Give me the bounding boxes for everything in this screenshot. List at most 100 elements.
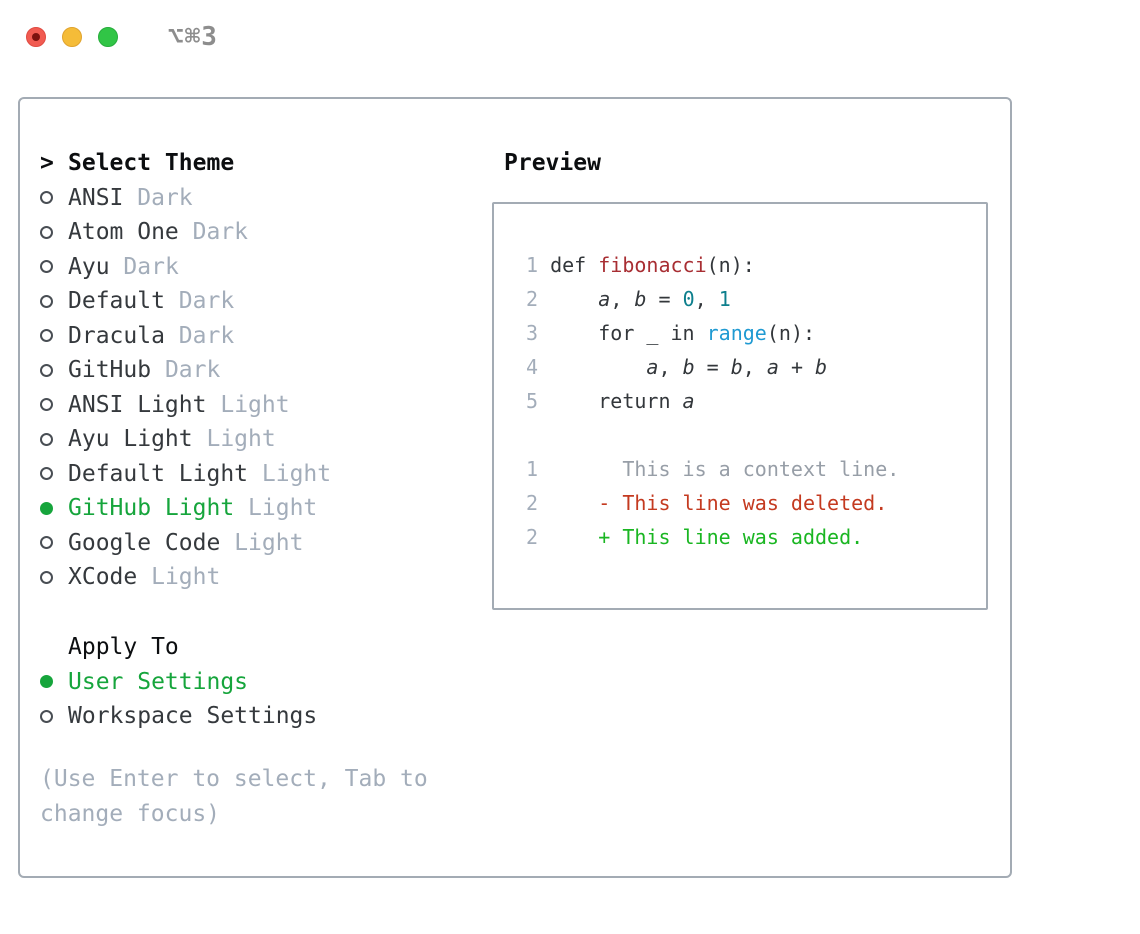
option-variant-label: Light [206,426,276,453]
option-spacer [123,185,137,211]
apply-to-option[interactable]: User Settings [40,665,317,700]
radio-icon [40,294,68,308]
option-variant-label: Dark [192,219,249,246]
option-label: ANSI Light [68,391,207,418]
theme-option[interactable]: Default Dark [40,284,331,319]
token-plain: return [550,389,683,413]
blank-line [526,418,986,452]
theme-option[interactable]: Ayu Light Light [40,422,331,457]
theme-option[interactable]: Ayu Dark [40,250,331,285]
code-content: a, b = 0, 1 [550,287,731,311]
option-label: Default Light [68,460,249,487]
option-label: Default [68,288,165,315]
apply-to-title: Apply To [68,634,179,661]
prompt-icon: > [40,150,54,177]
option-label: Atom One [68,219,179,246]
code-content: for _ in range(n): [550,321,815,345]
radio-icon [40,225,68,239]
code-line: 1 def fibonacci(n): [526,248,986,282]
token-plain: = [694,355,731,379]
option-label: User Settings [68,668,249,695]
diff-content: - This line was deleted. [550,491,888,515]
diff-content: + This line was added. [550,525,864,549]
radio-icon [40,467,68,481]
option-label: GitHub [68,357,152,384]
option-spacer [165,323,179,349]
option-variant-label: Dark [123,253,179,280]
radio-icon [40,709,68,723]
token-plain: (n): [706,253,755,277]
option-label: Dracula [68,322,165,349]
token-plain: for _ in [550,321,707,345]
option-spacer [110,254,124,280]
line-number: 5 [526,389,551,413]
radio-icon [40,329,68,343]
radio-icon [40,363,68,377]
theme-option[interactable]: GitHub Dark [40,353,331,388]
theme-option[interactable]: ANSI Dark [40,181,331,216]
option-label: GitHub Light [68,495,235,522]
option-variant-label: Light [220,391,290,418]
close-button-icon[interactable] [26,27,46,47]
token-var: a [646,355,659,379]
token-var: b [815,355,828,379]
option-spacer [220,530,234,556]
line-number: 2 [526,525,551,549]
theme-option[interactable]: Google Code Light [40,526,331,561]
help-text: (Use Enter to select, Tab to change focu… [40,766,428,827]
token-plain: + [778,355,816,379]
theme-option[interactable]: GitHub Light Light [40,491,331,526]
token-var: a [598,287,611,311]
option-variant-label: Dark [137,184,193,211]
radio-icon [40,536,68,550]
minimize-button-icon[interactable] [62,27,82,47]
option-variant-label: Light [248,495,318,522]
option-spacer [206,392,220,418]
option-variant-label: Dark [164,357,221,384]
token-func: fibonacci [598,253,707,277]
theme-list-title: Select Theme [68,150,235,177]
radio-icon [40,570,68,584]
preview-title: Preview [504,150,601,177]
option-label: XCode [68,564,138,591]
radio-icon [40,260,68,274]
line-number: 1 [526,457,551,481]
option-spacer [248,461,262,487]
option-label: Ayu Light [68,426,193,453]
line-number: 3 [526,321,551,345]
option-variant-label: Light [234,529,304,556]
option-label: Google Code [68,529,221,556]
token-plain: , [610,287,635,311]
radio-selected-icon [40,675,68,689]
diff-line-deleted: 2 - This line was deleted. [526,486,986,520]
token-plain: def [550,253,599,277]
theme-option[interactable]: Dracula Dark [40,319,331,354]
theme-option[interactable]: XCode Light [40,560,331,595]
zoom-button-icon[interactable] [98,27,118,47]
diff-content: This is a context line. [550,457,900,481]
theme-list-header-row: > Select Theme [40,146,331,181]
option-variant-label: Light [151,564,221,591]
window-title: ⌥⌘3 [168,22,218,52]
option-spacer [193,426,207,452]
token-number: 0 [682,287,695,311]
option-variant-label: Dark [178,322,235,349]
token-plain: , [658,355,683,379]
token-plain: , [742,355,767,379]
option-label: Ayu [68,253,110,280]
option-spacer [179,219,193,245]
diff-line-context: 1 This is a context line. [526,452,986,486]
theme-option[interactable]: Default Light Light [40,457,331,492]
option-variant-label: Light [261,460,332,487]
apply-to-option[interactable]: Workspace Settings [40,699,317,734]
theme-option[interactable]: Atom One Dark [40,215,331,250]
code-content: def fibonacci(n): [550,253,755,277]
radio-icon [40,191,68,205]
theme-option[interactable]: ANSI Light Light [40,388,331,423]
diff-line-added: 2 + This line was added. [526,520,986,554]
token-builtin: range [706,321,767,345]
option-variant-label: Dark [178,288,235,315]
